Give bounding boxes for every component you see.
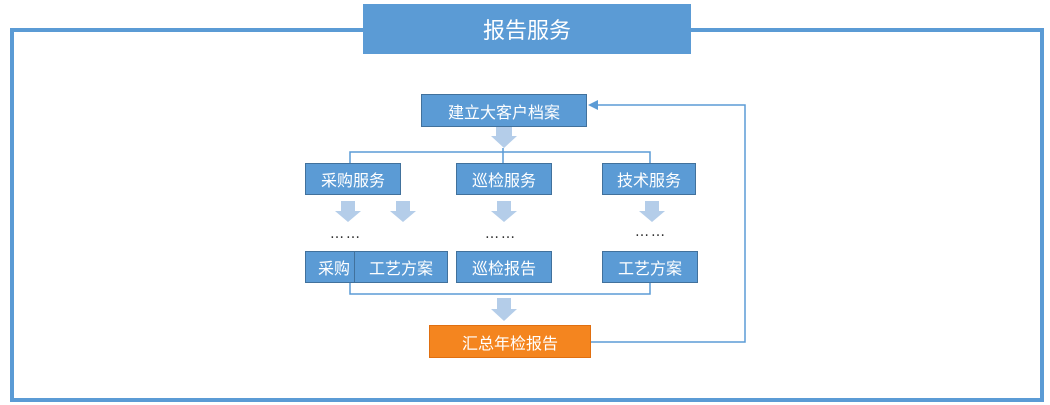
arrow-inspection-down — [491, 201, 517, 222]
top-bracket-line — [349, 151, 651, 163]
node-process-plan-2: 工艺方案 — [602, 251, 698, 283]
arrow-tech-down — [639, 201, 665, 222]
node-tech-service: 技术服务 — [602, 163, 696, 195]
arrow-archive-down — [491, 127, 517, 148]
arrow-summary-down — [491, 298, 517, 321]
node-process-plan-1: 工艺方案 — [354, 251, 448, 283]
ellipsis-tech: …… — [635, 224, 667, 240]
page-title: 报告服务 — [363, 4, 691, 54]
ellipsis-inspection: …… — [485, 226, 517, 242]
node-inspection-service: 巡检服务 — [456, 163, 552, 195]
feedback-loop-line — [591, 104, 746, 343]
arrow-purchase-down-1 — [335, 201, 361, 222]
bottom-bracket-line — [349, 283, 651, 295]
node-summary-report: 汇总年检报告 — [429, 325, 591, 358]
node-purchase-service: 采购服务 — [305, 163, 401, 195]
arrow-purchase-down-2 — [390, 201, 416, 222]
node-archive: 建立大客户档案 — [421, 94, 587, 127]
feedback-arrowhead — [588, 100, 598, 110]
block-arrows — [335, 127, 665, 321]
ellipsis-purchase: …… — [330, 226, 362, 242]
node-inspection-report: 巡检报告 — [456, 251, 552, 283]
